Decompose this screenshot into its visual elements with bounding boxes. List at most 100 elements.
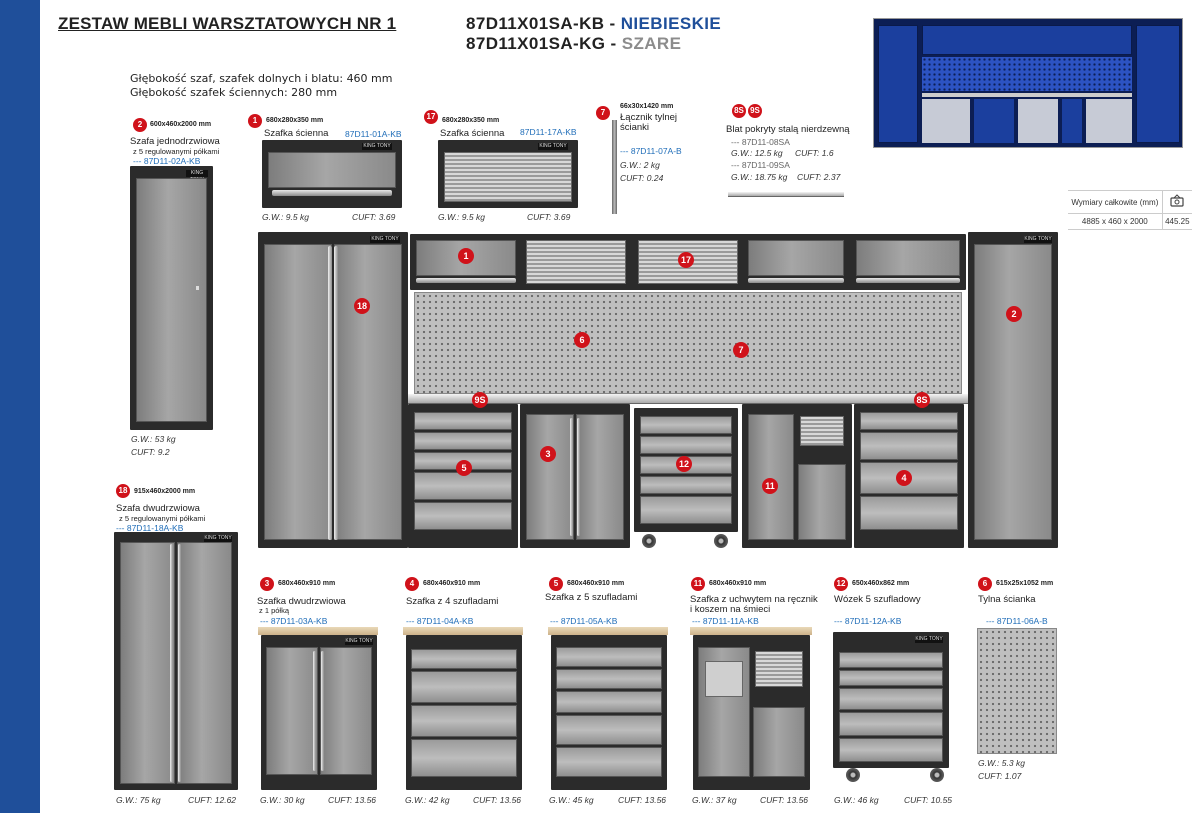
gw-17: G.W.: 9.5 kg	[438, 212, 485, 222]
gw-2: G.W.: 53 kg	[131, 434, 176, 444]
code-4: --- 87D11-04A-KB	[406, 616, 474, 626]
sub-18: z 5 regulowanymi półkami	[119, 514, 206, 523]
name-5: Szafka z 5 szufladami	[545, 592, 638, 603]
marker-9s: 9S	[472, 392, 488, 408]
marker-11: 11	[762, 478, 778, 494]
name-7: Łącznik tylnej	[620, 112, 678, 123]
badge-18: 18	[116, 484, 130, 498]
code-1: 87D11-01A-KB	[345, 129, 402, 139]
dim-5: 680x460x910 mm	[567, 580, 625, 587]
cabinet-4-image	[406, 635, 522, 790]
depth-line-2: Głębokość szafek ściennych: 280 mm	[130, 86, 338, 99]
dim-7: 66x30x1420 mm	[620, 103, 674, 110]
marker-17: 17	[678, 252, 694, 268]
dim-17: 680x280x350 mm	[442, 117, 500, 124]
gw-9s: G.W.: 18.75 kg	[731, 172, 788, 182]
dim-12: 650x460x862 mm	[852, 580, 910, 587]
gw-6: G.W.: 5.3 kg	[978, 758, 1025, 768]
badge-9s: 9S	[748, 104, 762, 118]
marker-2: 2	[1006, 306, 1022, 322]
summary-dims-value: 4885 x 460 x 2000	[1068, 213, 1163, 230]
name-6: Tylna ścianka	[978, 594, 1036, 605]
name-8s9s: Blat pokryty stalą nierdzewną	[726, 124, 850, 135]
product-photo	[873, 18, 1183, 148]
cuft-18: CUFT: 12.62	[188, 795, 237, 805]
code-line-blue: 87D11X01SA-KB - NIEBIESKIE	[466, 14, 721, 34]
cuft-8s: CUFT: 1.6	[795, 148, 834, 158]
code-2: --- 87D11-02A-KB	[133, 156, 201, 166]
code-8s: --- 87D11-08SA	[731, 137, 790, 147]
code-17: 87D11-17A-KB	[520, 127, 577, 137]
marker-6: 6	[574, 332, 590, 348]
marker-7: 7	[733, 342, 749, 358]
page-title: ZESTAW MEBLI WARSZTATOWYCH NR 1	[58, 14, 397, 33]
cuft-11: CUFT: 13.56	[760, 795, 809, 805]
name-1: Szafka ścienna	[264, 128, 329, 139]
gw-12: G.W.: 46 kg	[834, 795, 879, 805]
sub-2: z 5 regulowanymi półkami	[133, 147, 220, 156]
marker-12: 12	[676, 456, 692, 472]
badge-7: 7	[596, 106, 610, 120]
color-grey-label: SZARE	[621, 34, 682, 53]
wall-cabinet-1-image: KING TONY	[262, 140, 402, 208]
gw-5: G.W.: 45 kg	[549, 795, 594, 805]
summary-table: Wymiary całkowite (mm) 4885 x 460 x 2000…	[1068, 190, 1192, 230]
cuft-9s: CUFT: 2.37	[797, 172, 841, 182]
name-4: Szafka z 4 szufladami	[406, 596, 499, 607]
cuft-1: CUFT: 3.69	[352, 212, 396, 222]
cuft-2: CUFT: 9.2	[131, 447, 170, 457]
color-blue-label: NIEBIESKIE	[620, 14, 722, 33]
name-2: Szafa jednodrzwiowa	[130, 136, 220, 147]
gw-8s: G.W.: 12.5 kg	[731, 148, 783, 158]
badge-17: 17	[424, 110, 438, 124]
name-18: Szafa dwudrzwiowa	[116, 503, 200, 514]
cart-12-image: KING TONY	[833, 632, 949, 768]
code-line-grey: 87D11X01SA-KG - SZARE	[466, 34, 681, 54]
dim-18: 915x460x2000 mm	[134, 488, 196, 495]
weight-icon-cell	[1161, 190, 1192, 214]
cuft-4: CUFT: 13.56	[473, 795, 522, 805]
worktop-image	[728, 192, 844, 197]
scale-weight-icon	[1170, 194, 1184, 207]
name-12: Wózek 5 szufladowy	[834, 594, 921, 605]
sub-7: ścianki	[620, 122, 650, 133]
marker-4: 4	[896, 470, 912, 486]
cabinet-2-image: KING TONY	[130, 166, 213, 430]
dim-6: 615x25x1052 mm	[996, 580, 1054, 587]
cabinet-11-image	[693, 635, 810, 790]
gw-7: G.W.: 2 kg	[620, 160, 660, 170]
code-11: --- 87D11-11A-KB	[692, 616, 759, 626]
name-11: Szafka z uchwytem na ręcznik	[690, 594, 818, 605]
badge-11: 11	[691, 577, 705, 591]
badge-12: 12	[834, 577, 848, 591]
summary-weight-value: 445.25	[1161, 213, 1192, 230]
code-kb: 87D11X01SA-KB -	[466, 14, 616, 33]
badge-1: 1	[248, 114, 262, 128]
badge-8s: 8S	[732, 104, 746, 118]
marker-8s: 8S	[914, 392, 930, 408]
brand-logo: KING TONY	[186, 170, 208, 183]
code-12: --- 87D11-12A-KB	[834, 616, 902, 626]
marker-5: 5	[456, 460, 472, 476]
cuft-17: CUFT: 3.69	[527, 212, 571, 222]
connector-7-image	[612, 120, 617, 214]
cabinet-3-image: KING TONY	[261, 635, 377, 790]
cuft-7: CUFT: 0.24	[620, 173, 664, 183]
code-6: --- 87D11-06A-B	[986, 616, 1048, 626]
depth-line-1: Głębokość szaf, szafek dolnych i blatu: …	[130, 72, 393, 85]
badge-2: 2	[133, 118, 147, 132]
summary-dims-label: Wymiary całkowite (mm)	[1068, 190, 1163, 214]
badge-5: 5	[549, 577, 563, 591]
code-kg: 87D11X01SA-KG -	[466, 34, 617, 53]
dim-1: 680x280x350 mm	[266, 117, 324, 124]
badge-6: 6	[978, 577, 992, 591]
code-3: --- 87D11-03A-KB	[260, 616, 328, 626]
marker-1: 1	[458, 248, 474, 264]
gw-3: G.W.: 30 kg	[260, 795, 305, 805]
cabinet-5-image	[551, 635, 667, 790]
dim-3: 680x460x910 mm	[278, 580, 336, 587]
sub-3: z 1 półką	[259, 606, 290, 615]
back-panel-6-image	[977, 628, 1057, 754]
badge-4: 4	[405, 577, 419, 591]
wall-cabinet-17-image: KING TONY	[438, 140, 578, 208]
